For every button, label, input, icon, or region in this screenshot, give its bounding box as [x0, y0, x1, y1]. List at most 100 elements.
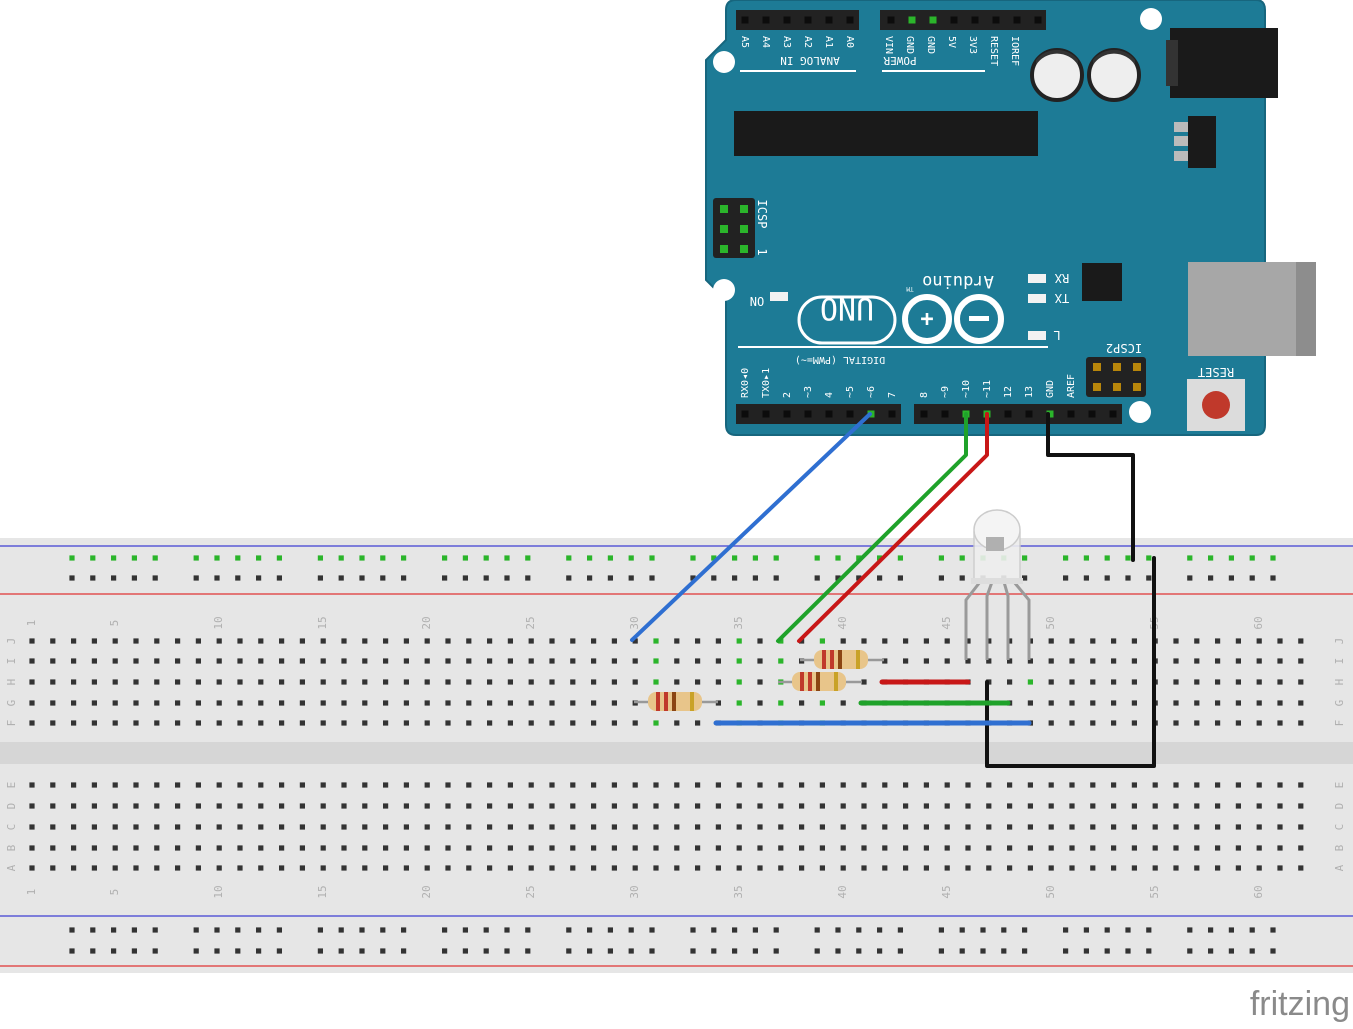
breadboard-hole	[1194, 845, 1200, 851]
breadboard-hole	[1069, 803, 1075, 809]
breadboard-hole	[1152, 782, 1158, 788]
breadboard-hole	[1131, 803, 1137, 809]
breadboard-hole	[695, 865, 701, 871]
breadboard-hole	[674, 658, 680, 664]
rail-hole	[193, 555, 199, 561]
header-pin	[971, 16, 979, 24]
breadboard-hole	[1194, 638, 1200, 644]
header-pin	[1034, 16, 1042, 24]
breadboard-hole	[1131, 700, 1137, 706]
breadboard-hole	[528, 658, 534, 664]
breadboard-hole	[570, 638, 576, 644]
breadboard-hole	[1298, 638, 1304, 644]
breadboard-hole	[341, 782, 347, 788]
rail-hole	[1022, 927, 1028, 933]
resistor-band	[822, 650, 826, 669]
breadboard-hole	[216, 658, 222, 664]
breadboard-hole	[799, 803, 805, 809]
breadboard-hole	[279, 720, 285, 726]
pin-label: GND	[1045, 380, 1056, 398]
regulator-pin	[1174, 151, 1188, 161]
rail-hole	[131, 575, 137, 581]
rail-hole	[897, 575, 903, 581]
breadboard-hole	[1048, 658, 1054, 664]
mounting-hole	[1140, 8, 1162, 30]
breadboard-hole	[29, 803, 35, 809]
breadboard-hole	[29, 782, 35, 788]
rail-hole	[649, 555, 655, 561]
breadboard-hole	[279, 658, 285, 664]
rail-hole	[214, 948, 220, 954]
rail-hole	[1146, 948, 1152, 954]
rail-hole	[835, 927, 841, 933]
rail-hole	[1249, 948, 1255, 954]
rail-hole	[69, 927, 75, 933]
rail-hole	[856, 948, 862, 954]
icsp2-pin	[1133, 383, 1141, 391]
usb-chip	[1082, 263, 1122, 301]
breadboard-hole	[1048, 700, 1054, 706]
breadboard-hole	[819, 803, 825, 809]
rail-hole	[1063, 555, 1069, 561]
breadboard-hole	[1111, 679, 1117, 685]
pin-label: A1	[823, 36, 834, 48]
breadboard-hole	[1007, 824, 1013, 830]
pin-label: 7	[887, 392, 898, 398]
column-number: 40	[836, 885, 849, 898]
column-number: 25	[524, 885, 537, 898]
breadboard-hole	[1027, 803, 1033, 809]
wire-pin6-blue[interactable]	[630, 412, 872, 642]
breadboard-hole	[1007, 679, 1013, 685]
rail-hole	[90, 555, 96, 561]
rail-hole	[401, 555, 407, 561]
rail-hole	[90, 948, 96, 954]
breadboard-hole	[1069, 782, 1075, 788]
reset-button[interactable]	[1202, 391, 1230, 419]
logo-plus: +	[920, 307, 933, 332]
breadboard-hole	[778, 845, 784, 851]
breadboard-hole	[549, 720, 555, 726]
rail-hole	[111, 927, 117, 933]
rail-hole	[193, 927, 199, 933]
breadboard-hole	[299, 658, 305, 664]
breadboard-hole	[1194, 824, 1200, 830]
wire-pin10-green[interactable]	[776, 412, 968, 643]
led-leg	[1002, 581, 1010, 660]
reset-label: RESET	[1198, 365, 1234, 379]
pin-label: 8	[919, 392, 930, 398]
breadboard-hole	[133, 679, 139, 685]
row-letter: E	[1333, 782, 1346, 789]
breadboard-hole	[528, 824, 534, 830]
breadboard-hole	[466, 782, 472, 788]
rail-hole	[1146, 575, 1152, 581]
breadboard-hole	[133, 700, 139, 706]
breadboard-hole	[674, 865, 680, 871]
wire-gnd-to-rail[interactable]	[1046, 412, 1135, 562]
column-number: 25	[524, 616, 537, 629]
breadboard-hole	[133, 720, 139, 726]
breadboard-hole	[819, 638, 825, 644]
wire-pin11-red[interactable]	[797, 412, 989, 643]
breadboard-hole	[632, 845, 638, 851]
breadboard-hole	[403, 638, 409, 644]
breadboard-hole	[216, 679, 222, 685]
breadboard-hole	[1173, 865, 1179, 871]
breadboard-hole	[216, 824, 222, 830]
breadboard-hole	[1235, 782, 1241, 788]
fritzing-watermark: fritzing	[1250, 985, 1350, 1023]
breadboard-hole	[736, 700, 742, 706]
breadboard-hole	[778, 803, 784, 809]
breadboard-hole	[715, 700, 721, 706]
breadboard-hole	[1298, 824, 1304, 830]
icsp-pin1-label: 1	[755, 248, 769, 255]
pin-label: ~6	[866, 386, 877, 398]
breadboard-hole	[1027, 700, 1033, 706]
breadboard-hole	[487, 782, 493, 788]
breadboard-hole	[591, 782, 597, 788]
rail-hole	[980, 927, 986, 933]
mounting-hole	[1129, 401, 1151, 423]
rail-hole	[317, 927, 323, 933]
resistor-band	[830, 650, 834, 669]
rail-hole	[1022, 575, 1028, 581]
header-pin	[846, 410, 854, 418]
